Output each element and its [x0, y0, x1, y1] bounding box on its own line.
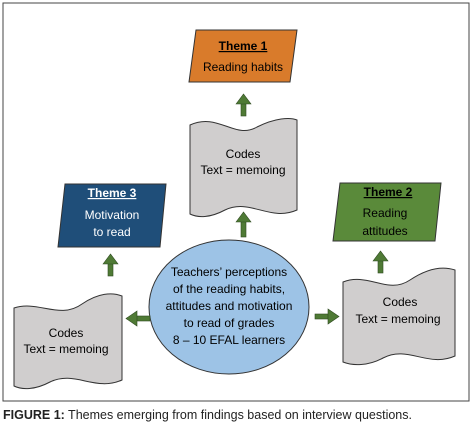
center-line4: to read of grades: [184, 316, 275, 330]
theme3-title: Theme 3: [88, 186, 137, 200]
arrow-left-codes-to-theme3: [102, 253, 119, 277]
codes-top-line2: Text = memoing: [200, 163, 285, 177]
theme2-label-line1: Reading: [363, 206, 408, 220]
center-line1: Teachers’ perceptions: [171, 265, 287, 279]
arrow-right-codes-to-theme2: [372, 250, 389, 274]
themes-diagram: Theme 1 Reading habits Theme 3 Motivatio…: [2, 2, 470, 402]
codes-right-line2: Text = memoing: [355, 312, 440, 326]
codes-right-line1: Codes: [383, 295, 418, 309]
center-line3: attitudes and motivation: [166, 299, 293, 313]
codes-document-left: Codes Text = memoing: [13, 293, 123, 390]
codes-left-line1: Codes: [49, 326, 84, 340]
theme3-label-line2: to read: [93, 225, 130, 239]
arrow-center-to-right-codes: [314, 308, 340, 325]
theme2-box: Theme 2 Reading attitudes: [332, 182, 442, 242]
codes-document-right: Codes Text = memoing: [342, 267, 456, 366]
theme1-title: Theme 1: [219, 39, 268, 53]
arrow-center-to-top-codes: [235, 211, 252, 238]
arrow-top-codes-to-theme1: [235, 93, 252, 117]
codes-document-top: Codes Text = memoing: [189, 118, 298, 218]
theme3-label-line1: Motivation: [85, 208, 140, 222]
figure-caption: FIGURE 1: Themes emerging from findings …: [3, 408, 471, 422]
theme1-label: Reading habits: [203, 60, 283, 74]
caption-label: FIGURE 1:: [3, 408, 65, 422]
theme2-title: Theme 2: [364, 185, 413, 199]
center-line2: of the reading habits,: [173, 282, 285, 296]
arrow-center-to-left-codes: [125, 310, 151, 327]
theme1-box: Theme 1 Reading habits: [188, 29, 298, 83]
theme3-box: Theme 3 Motivation to read: [57, 183, 167, 248]
caption-text: Themes emerging from findings based on i…: [64, 408, 412, 422]
center-ellipse: Teachers’ perceptions of the reading hab…: [148, 239, 310, 375]
codes-top-line1: Codes: [226, 147, 261, 161]
theme2-label-line2: attitudes: [362, 224, 407, 238]
codes-left-line2: Text = memoing: [23, 342, 108, 356]
center-line5: 8 – 10 EFAL learners: [173, 333, 285, 347]
